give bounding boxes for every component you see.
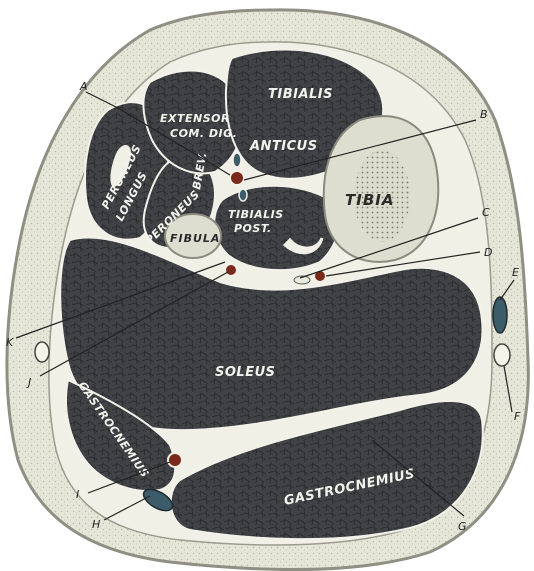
callout-c: C bbox=[482, 206, 490, 219]
label-tibia: TIBIA bbox=[345, 191, 394, 209]
great-saphenous-vein bbox=[493, 297, 507, 333]
callout-g: G bbox=[458, 520, 467, 533]
label-soleus: SOLEUS bbox=[215, 365, 276, 380]
tibial-vein-1 bbox=[233, 153, 241, 167]
saphenous-nerve bbox=[494, 344, 510, 366]
label-tibialis-post-1: TIBIALIS bbox=[228, 208, 284, 221]
tibial-vein-2 bbox=[239, 189, 247, 201]
label-extensor-2: COM. DIG. bbox=[170, 127, 237, 140]
callout-b: B bbox=[480, 108, 488, 121]
label-extensor-1: EXTENSOR bbox=[160, 112, 230, 125]
callout-k: K bbox=[6, 336, 14, 349]
callout-e: E bbox=[512, 266, 519, 279]
tibialis-posterior-muscle bbox=[214, 186, 338, 270]
callout-i: I bbox=[76, 488, 79, 501]
anterior-tibial-artery bbox=[230, 171, 244, 185]
callout-d: D bbox=[484, 246, 492, 259]
sural-artery bbox=[168, 453, 182, 467]
peroneal-artery bbox=[225, 264, 237, 276]
label-tibialis-post-2: POST. bbox=[234, 222, 272, 235]
callout-a: A bbox=[79, 80, 88, 93]
label-fibula: FIBULA bbox=[170, 232, 220, 245]
label-tibialis-anticus-1: TIBIALIS bbox=[268, 87, 333, 102]
lateral-cutaneous-nerve bbox=[35, 342, 49, 362]
callout-f: F bbox=[514, 410, 521, 423]
label-tibialis-anticus-2: ANTICUS bbox=[249, 139, 318, 154]
callout-h: H bbox=[92, 518, 100, 531]
